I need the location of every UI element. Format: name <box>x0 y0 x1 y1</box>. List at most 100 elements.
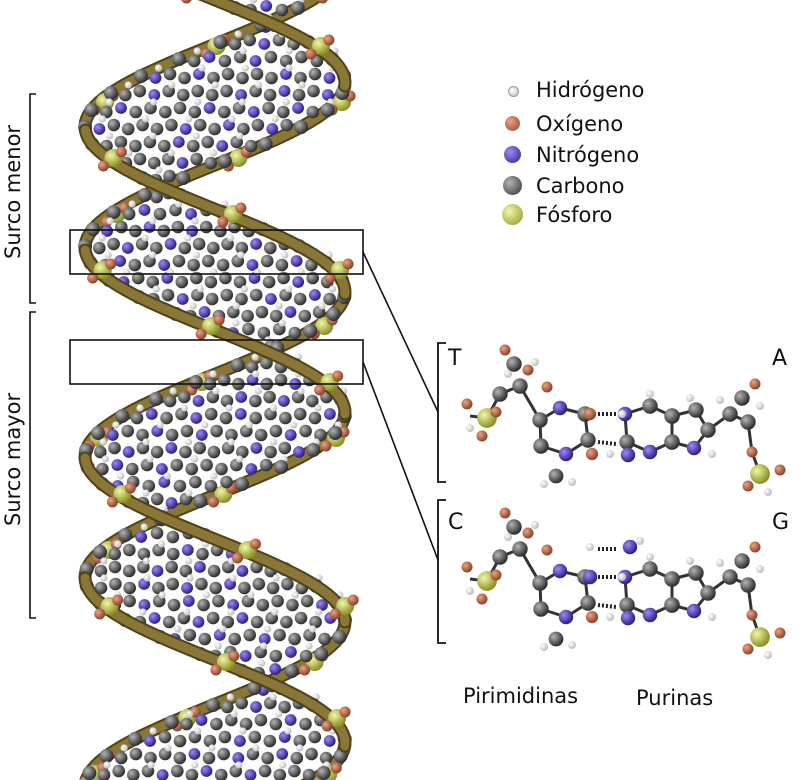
nitrogen-atom <box>145 408 158 420</box>
hydrogen-atom <box>279 761 287 769</box>
backbone-strand-1-segment-fill <box>203 0 350 91</box>
hydrogen-atom <box>100 574 108 582</box>
hydrogen-atom <box>183 608 191 616</box>
hydrogen-atom <box>282 98 290 106</box>
nitrogen-atom <box>309 289 321 301</box>
nitrogen-atom <box>278 395 290 407</box>
nitrogen-atom <box>582 569 598 585</box>
carbon-atom <box>217 154 232 168</box>
hydrogen-atom <box>189 302 197 310</box>
hydrogen-atom <box>142 438 150 446</box>
hydrogen-atom <box>164 744 172 752</box>
hydrogen-atom <box>98 115 106 123</box>
hydrogen-atom <box>238 98 246 106</box>
hydrogen-atom <box>275 710 283 718</box>
hydrogen-atom <box>114 540 122 548</box>
hydrogen-atom <box>281 251 289 259</box>
carbon-atom <box>238 581 251 595</box>
carbon-atom <box>214 768 228 780</box>
nitrogen-atom <box>148 89 161 101</box>
carbon-atom <box>214 224 227 238</box>
hydrogen-atom <box>278 319 286 327</box>
nitrogen-icon <box>504 146 521 163</box>
carbon-atom <box>123 543 136 557</box>
hydrogen-atom <box>232 319 240 327</box>
carbon-atom <box>333 749 348 763</box>
hydrogen-atom <box>148 251 157 259</box>
nitrogen-atom <box>149 72 162 84</box>
hydrogen-atom <box>568 641 576 649</box>
carbon-atom <box>203 734 217 748</box>
carbon-atom <box>91 426 105 440</box>
hydrogen-atom <box>618 573 626 581</box>
nitrogen-atom <box>323 735 336 747</box>
carbon-atom <box>220 84 233 98</box>
carbon-atom <box>180 717 193 731</box>
carbon-atom <box>243 628 256 642</box>
carbon-atom <box>196 547 209 561</box>
oxygen-atom <box>347 594 359 606</box>
carbon-atom <box>506 519 522 535</box>
carbon-atom <box>166 547 180 561</box>
oxygen-atom <box>342 258 354 270</box>
carbon-atom <box>298 309 312 323</box>
carbon-atom <box>284 664 299 678</box>
nitrogen-atom <box>165 442 178 454</box>
carbon-atom <box>150 445 164 459</box>
nitrogen-atom <box>115 102 127 114</box>
carbon-atom <box>114 751 128 765</box>
carbon-atom <box>277 105 290 119</box>
carbon-atom <box>176 171 191 185</box>
carbon-atom <box>664 597 680 613</box>
carbon-atom <box>220 288 234 302</box>
carbon-atom <box>183 628 197 642</box>
carbon-atom <box>221 615 235 629</box>
carbon-atom <box>190 271 203 285</box>
phosphorus-atom <box>750 627 770 647</box>
hydrogen-atom <box>149 98 158 106</box>
hydrogen-atom <box>140 523 148 531</box>
oxygen-atom <box>339 706 351 718</box>
carbon-atom <box>219 271 232 285</box>
carbon-atom <box>308 411 322 425</box>
carbon-atom <box>204 479 218 493</box>
nitrogen-atom <box>316 599 328 611</box>
carbon-atom <box>107 237 120 251</box>
hydrogen-atom <box>105 132 114 140</box>
carbon-atom <box>236 71 249 85</box>
carbon-atom <box>171 764 184 778</box>
nitrogen-atom <box>284 429 297 441</box>
hydrogen-atom <box>239 47 247 55</box>
carbon-atom <box>258 137 273 151</box>
nitrogen-atom <box>203 51 216 63</box>
carbon-atom <box>256 598 270 612</box>
carbon-atom <box>273 628 286 642</box>
carbon-atom <box>125 462 139 476</box>
carbon-atom <box>204 407 218 421</box>
carbon-atom <box>255 305 269 319</box>
hydrogen-atom <box>191 217 199 225</box>
carbon-atom <box>210 717 223 731</box>
hydrogen-atom <box>235 761 243 769</box>
carbon-atom <box>128 258 142 272</box>
oxygen-atom <box>228 650 240 662</box>
carbon-atom <box>193 494 208 508</box>
hydrogen-atom <box>201 421 209 429</box>
carbon-atom <box>239 717 253 731</box>
oxygen-atom <box>250 538 261 550</box>
nitrogen-atom <box>686 603 702 619</box>
hydrogen-atom <box>142 489 150 497</box>
carbon-atom <box>172 254 186 268</box>
carbon-atom <box>532 575 548 591</box>
nitrogen-atom <box>165 497 178 509</box>
hydrogen-atom <box>237 251 245 259</box>
hydrogen-atom <box>234 30 242 38</box>
hydrogen-atom <box>101 455 109 463</box>
nitrogen-atom <box>558 446 574 462</box>
oxygen-atom <box>749 378 761 390</box>
hydrogen-atom <box>252 370 260 378</box>
carbon-atom <box>243 33 256 47</box>
nitrogen-atom <box>111 459 124 471</box>
carbon-atom <box>191 84 204 98</box>
nitrogen-atom <box>247 106 260 118</box>
